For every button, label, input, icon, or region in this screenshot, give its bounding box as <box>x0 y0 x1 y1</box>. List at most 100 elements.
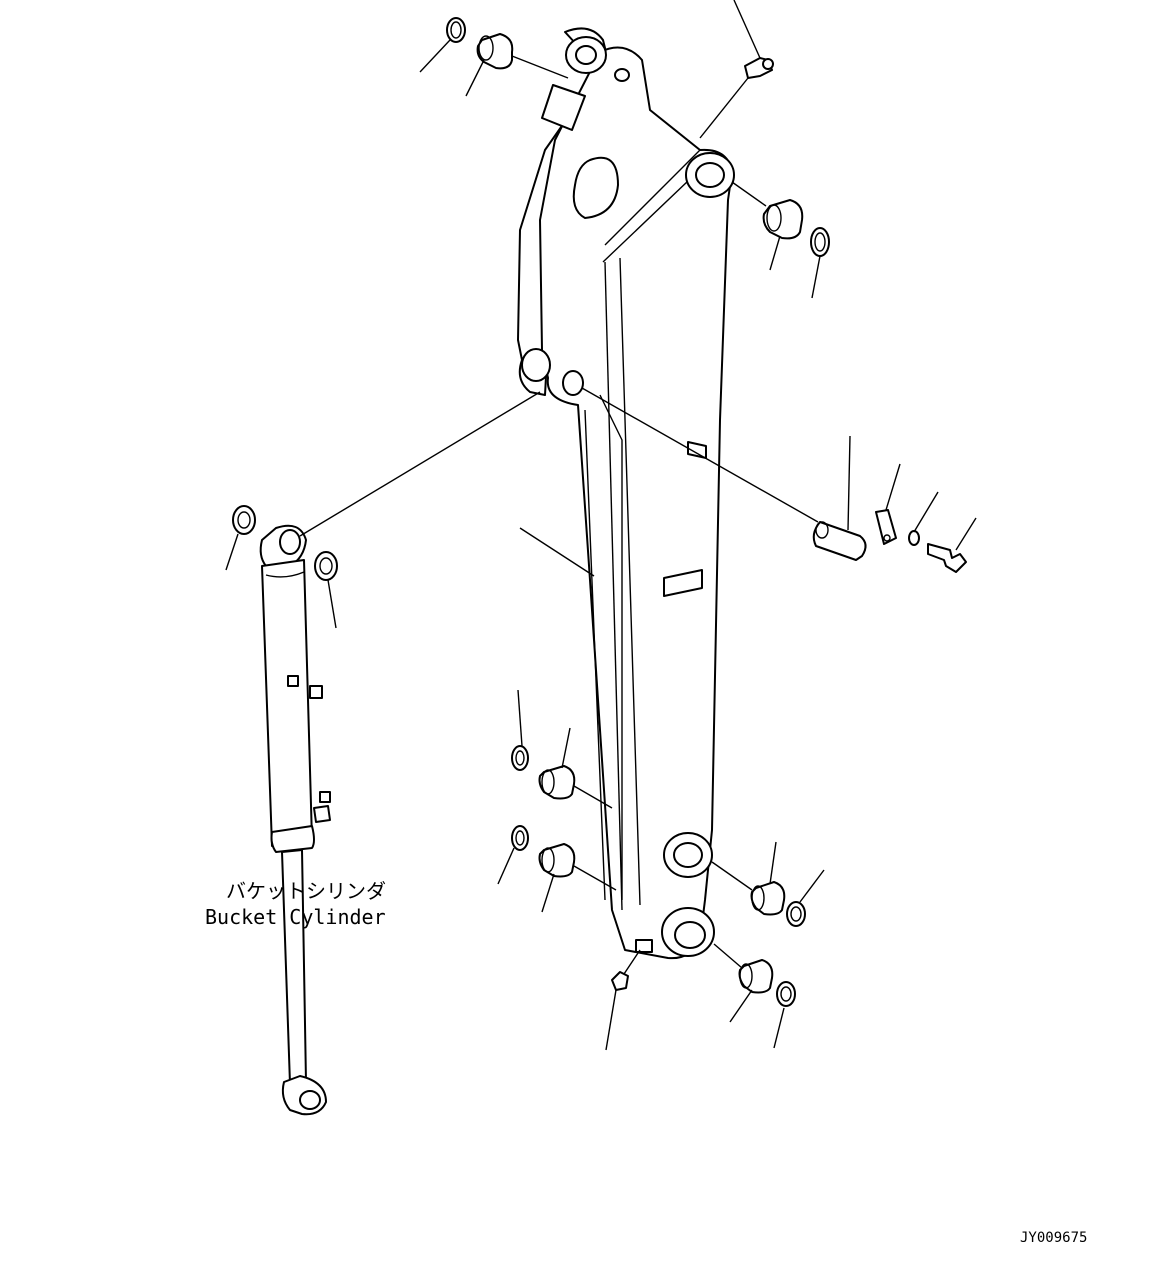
grease-nipple-top <box>744 57 774 79</box>
seal-ring-top-left-inner <box>450 21 462 39</box>
center-bottom-plug <box>623 949 641 975</box>
arm-top-boss-hole <box>575 45 597 65</box>
seal-ring-lower-right-2 <box>776 981 796 1007</box>
leader-bolt <box>955 517 977 551</box>
bushing-top-left-end <box>478 35 494 61</box>
bushing-lower-left-2 <box>538 843 576 878</box>
cylinder-tube-band <box>265 571 305 578</box>
arm-bucket-boss-hole <box>674 921 706 949</box>
bushing-lower-left-2-end <box>541 847 555 873</box>
seal-ring-top-left <box>446 17 466 43</box>
center-top-left <box>511 55 569 79</box>
cylinder-port-upper <box>309 685 323 699</box>
bushing-right-upper-end <box>766 204 782 232</box>
center-grease-nipple <box>699 77 749 139</box>
leader-pin <box>847 435 851 531</box>
leader-seal-right-upper <box>811 255 821 299</box>
bottom-plug <box>611 971 629 991</box>
cylinder-grease-lower <box>319 791 331 803</box>
bolt <box>927 543 967 573</box>
seal-ring-lower-right-1-inner <box>790 906 802 922</box>
leader-lines <box>225 0 977 1051</box>
seal-ring-lower-left-2-inner <box>515 830 525 846</box>
pin-lock-parts <box>812 509 967 573</box>
cylinder-head-eye-hole <box>279 529 301 555</box>
washer <box>908 530 920 546</box>
arm-edge-line-1 <box>604 261 623 911</box>
leader-grease-nipple <box>733 0 761 59</box>
shim-left-inner <box>237 511 251 529</box>
center-lower-right-1 <box>711 861 753 891</box>
bucket-cylinder <box>259 524 331 1116</box>
leader-bushing-lower-right-1 <box>769 841 777 885</box>
leader-bushing-lower-right-2 <box>729 989 753 1023</box>
center-pin-line <box>581 387 819 523</box>
leader-seal-top-left <box>419 39 451 73</box>
pin-end <box>815 521 829 539</box>
seal-ring-right-upper <box>810 227 830 257</box>
leader-arm <box>519 527 595 577</box>
arm-cylinder-boss-hole <box>695 162 725 188</box>
seal-ring-lower-left-2 <box>511 825 529 851</box>
shim-right-inner <box>319 557 333 575</box>
leader-shim-right <box>327 579 337 629</box>
lower-right-parts <box>738 881 806 1007</box>
arm-boom-boss-2 <box>562 370 584 396</box>
arm-boom-boss <box>521 348 551 382</box>
center-lower-left-1 <box>573 785 613 809</box>
lock-plate-hole <box>883 534 891 542</box>
center-cylinder-head <box>299 391 541 537</box>
bushing-lower-right-2-end <box>739 963 753 989</box>
leader-seal-lower-left-2 <box>497 847 515 885</box>
seal-ring-lower-right-2-inner <box>780 986 792 1002</box>
center-lower-right-2 <box>713 943 743 969</box>
cylinder-gland <box>270 825 315 853</box>
bushing-lower-left-1-end <box>541 769 555 795</box>
arm-edge-line-3 <box>584 409 606 901</box>
leader-shim-left <box>225 533 239 571</box>
arm-rear-window <box>541 84 586 131</box>
leader-bushing-lower-left-1 <box>561 727 571 769</box>
center-right-upper <box>731 181 767 207</box>
cylinder-grease-upper <box>287 675 299 687</box>
drawing-number: JY009675 <box>1020 1230 1087 1246</box>
arm-link-boss-hole <box>673 842 703 868</box>
cylinder-label-jp: バケットシリンダ <box>226 879 386 903</box>
cylinder-shims <box>232 505 338 581</box>
arm-edge-line-2 <box>619 257 641 906</box>
arm-web-line <box>599 394 623 900</box>
cylinder-tube <box>261 559 313 847</box>
cylinder-label-en: Bucket Cylinder <box>205 905 386 929</box>
seal-ring-lower-left-1-inner <box>515 750 525 766</box>
pin <box>812 521 867 561</box>
bushing-lower-left-1 <box>538 765 576 800</box>
arm-top-pin-hole <box>614 68 630 82</box>
top-left-parts <box>446 17 514 70</box>
leader-bottom-plug <box>605 989 617 1051</box>
leader-seal-lower-right-2 <box>773 1007 785 1049</box>
shim-left <box>232 505 256 535</box>
cylinder-rod-eye-hole <box>299 1090 321 1110</box>
bushing-right-upper <box>762 199 804 240</box>
cylinder-port-lower <box>313 805 331 823</box>
center-lower-left-2 <box>573 865 617 891</box>
seal-ring-right-upper-inner <box>814 232 826 252</box>
bushing-lower-right-1-end <box>751 885 765 911</box>
arm-assembly <box>517 27 735 960</box>
shim-right <box>314 551 338 581</box>
lock-plate <box>875 509 897 545</box>
leader-bushing-top-left <box>465 59 485 97</box>
arm-bottom-fitting <box>635 939 653 953</box>
grease-nipple-head <box>762 58 774 70</box>
leader-bushing-lower-left-2 <box>541 873 555 913</box>
leader-seal-lower-left-1 <box>517 689 523 747</box>
seal-ring-lower-right-1 <box>786 901 806 927</box>
leader-washer <box>913 491 939 533</box>
arm-lug-mid <box>663 569 703 597</box>
leader-seal-lower-right-1 <box>799 869 825 903</box>
lower-left-parts <box>511 745 576 878</box>
leader-lock-plate <box>885 463 901 511</box>
right-upper-parts <box>762 199 830 257</box>
seal-ring-lower-left-1 <box>511 745 529 771</box>
